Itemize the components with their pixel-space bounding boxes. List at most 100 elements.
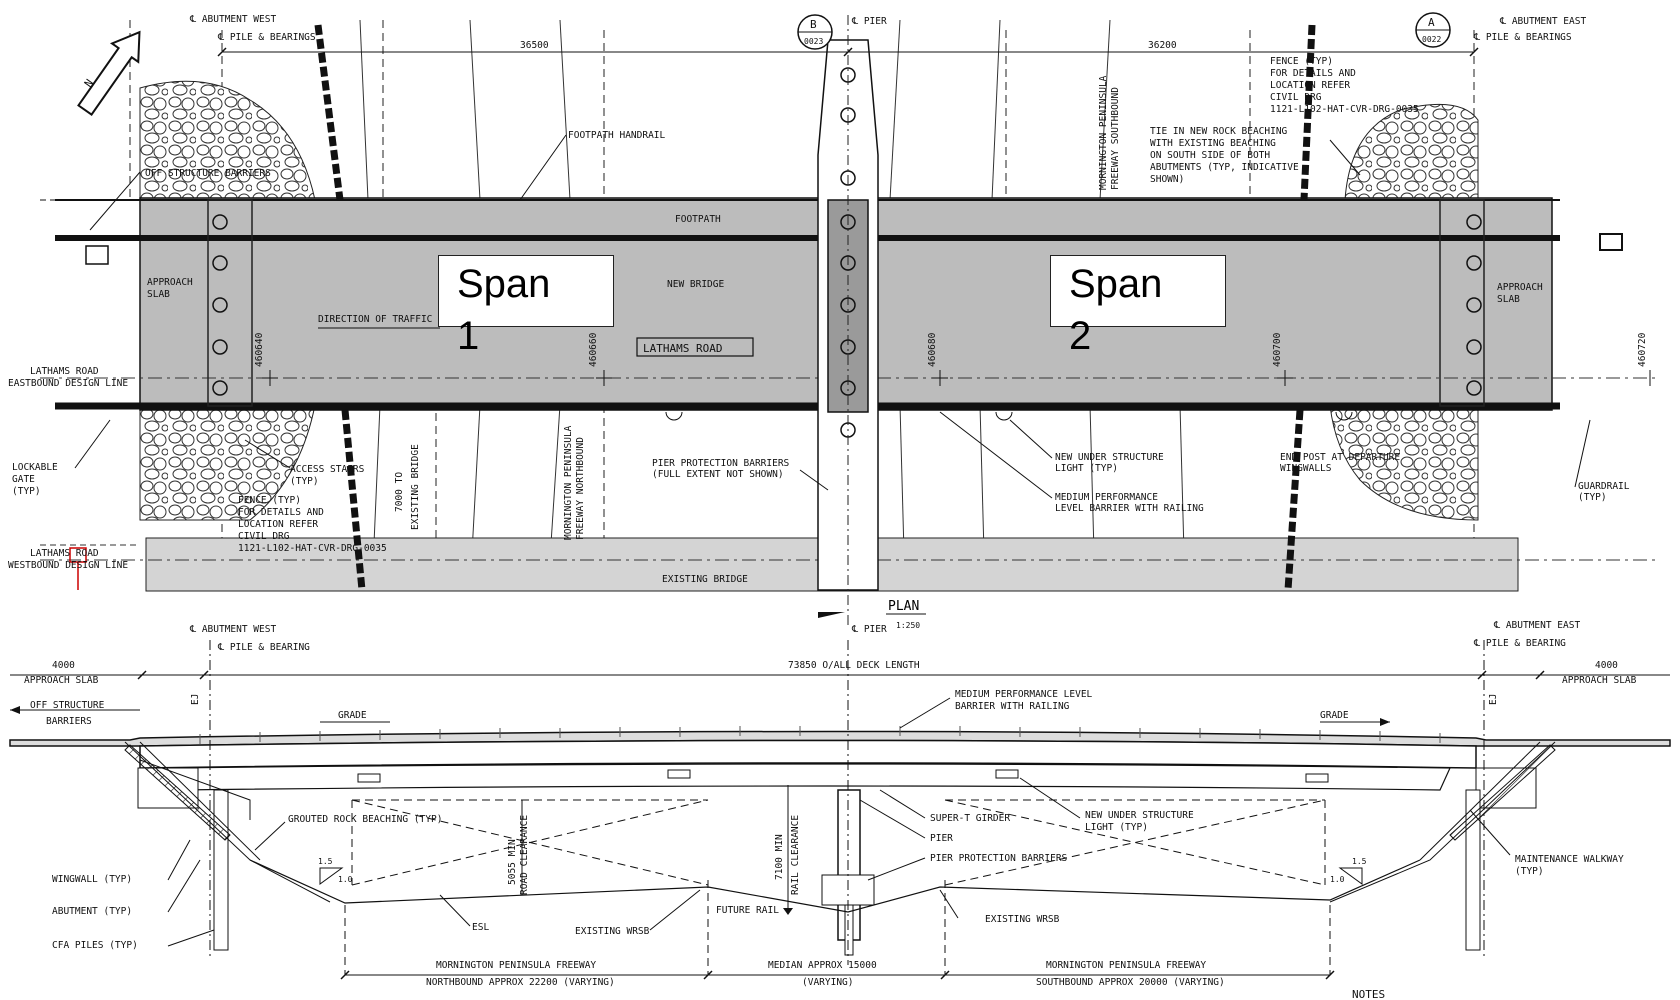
off-structure-2: BARRIERS (46, 716, 92, 727)
guardrail-2: (TYP) (1578, 492, 1607, 503)
pile-west (213, 789, 229, 951)
existing-wrsb-left: EXISTING WRSB (575, 926, 650, 937)
footpath-handrail-label: FOOTPATH HANDRAIL (568, 130, 666, 141)
tie-in-2: WITH EXISTING BEACHING (1150, 138, 1276, 149)
section-marker-a (1415, 12, 1451, 48)
plan-title: PLAN (888, 599, 919, 614)
approach-slab-e-dim: 4000 (1595, 660, 1618, 671)
off-structure-barriers-label: OFF STRUCTURE BARRIERS (145, 168, 271, 179)
elev-abutment-west: ℄ ABUTMENT WEST (189, 624, 276, 635)
lathams-road-box (636, 337, 754, 357)
section-b-sheet: 0023 (804, 37, 823, 46)
cfa-piles-label: CFA PILES (TYP) (52, 940, 138, 951)
wingwall-label: WINGWALL (TYP) (52, 874, 132, 885)
pier-protection-1: PIER PROTECTION BARRIERS (652, 458, 790, 469)
tie-in-1: TIE IN NEW ROCK BEACHING (1150, 126, 1288, 137)
access-stairs-2: (TYP) (290, 476, 319, 487)
span-2-label: Span (1069, 262, 1163, 306)
freeway-south-2: FREEWAY SOUTHBOUND (1110, 87, 1121, 190)
light-icon (995, 411, 1013, 421)
tie-in-4: ABUTMENTS (TYP, INDICATIVE (1150, 162, 1299, 173)
north-arrow-icon (77, 30, 141, 116)
off-structure-1: OFF STRUCTURE (30, 700, 105, 711)
elev-pier-label: ℄ PIER (851, 624, 887, 635)
guardrail-1: GUARDRAIL (1578, 481, 1630, 492)
existing-bridge-dim-1: 7000 TO (394, 472, 405, 512)
westbound-line-2: WESTBOUND DESIGN LINE (8, 560, 128, 571)
fence-west-4: CIVIL DRG (238, 531, 290, 542)
elev-abutment-east: ℄ ABUTMENT EAST (1493, 620, 1580, 631)
westbound-line-1: LATHAMS ROAD (30, 548, 99, 559)
existing-bridge-dim-2: EXISTING BRIDGE (410, 444, 421, 530)
chainage-5: 460720 (1637, 332, 1648, 367)
chainage-2: 460660 (588, 332, 599, 367)
existing-surface (249, 859, 1421, 913)
fence-east-1: FENCE (TYP) (1270, 56, 1333, 67)
elev-medium-barrier-2: BARRIER WITH RAILING (955, 701, 1070, 712)
approach-slab-west-1: APPROACH (147, 277, 193, 288)
chainage-3: 460680 (927, 332, 938, 367)
light-icon (995, 769, 1019, 779)
elev-pile-bearing-west: ℄ PILE & BEARING (217, 642, 310, 653)
lockable-gate-1: LOCKABLE (12, 462, 58, 473)
fence-west-2: FOR DETAILS AND (238, 507, 324, 518)
bearing-circles-east (1466, 214, 1482, 396)
nb-freeway-1: MORNINGTON PENINSULA FREEWAY (436, 960, 596, 971)
dim-span-2: 36200 (1148, 40, 1177, 51)
existing-bridge-label: EXISTING BRIDGE (662, 574, 748, 585)
light-icon (357, 773, 381, 783)
existing-wrsb-right: EXISTING WRSB (985, 914, 1060, 925)
maintenance-2: (TYP) (1515, 866, 1544, 877)
rock-beaching-sw (139, 404, 316, 521)
abutment-west-label: ℄ ABUTMENT WEST (189, 14, 276, 25)
elev-pile-bearing-east: ℄ PILE & BEARING (1473, 638, 1566, 649)
freeway-north-1: MORNINGTON PENINSULA (563, 425, 574, 540)
pile-east (1465, 789, 1481, 951)
grouted-rock-label: GROUTED ROCK BEACHING (TYP) (288, 814, 442, 825)
fence-east-3: LOCATION REFER (1270, 80, 1350, 91)
approach-slab-e-label: APPROACH SLAB (1562, 675, 1637, 686)
freeway-south-1: MORNINGTON PENINSULA (1098, 75, 1109, 190)
super-t-label: SUPER-T GIRDER (930, 813, 1010, 824)
new-bridge-label: NEW BRIDGE (667, 279, 724, 290)
light-icon (1335, 411, 1353, 421)
under-light-2: LIGHT (TYP) (1055, 463, 1118, 474)
stair-west (124, 744, 231, 841)
rail-clearance-1: 7100 MIN (774, 834, 785, 880)
elev-under-light-2: LIGHT (TYP) (1085, 822, 1148, 833)
rock-beaching-ne (1344, 103, 1479, 201)
road-clearance-1: 5055 MIN (507, 839, 518, 885)
rail-clearance-2: RAIL CLEARANCE (790, 815, 801, 895)
tie-in-3: ON SOUTH SIDE OF BOTH (1150, 150, 1270, 161)
elev-pier-protection: PIER PROTECTION BARRIERS (930, 853, 1068, 864)
lathams-road-label: LATHAMS ROAD (643, 342, 722, 355)
sb-freeway-2: SOUTHBOUND APPROX 20000 (VARYING) (1036, 977, 1225, 988)
fence-east-4: CIVIL DRG (1270, 92, 1322, 103)
approach-slab-west-2: SLAB (147, 289, 170, 300)
rock-beaching-se (1329, 404, 1479, 521)
span-2-number: 2 (1069, 314, 1092, 358)
plan-scale: 1:250 (896, 621, 920, 630)
slope-right-2: 1.0 (1330, 875, 1345, 884)
abutment-east-label: ℄ ABUTMENT EAST (1499, 16, 1586, 27)
future-rail-label: FUTURE RAIL (716, 905, 779, 916)
slope-left-1: 1.5 (318, 857, 333, 866)
elev-medium-barrier-1: MEDIUM PERFORMANCE LEVEL (955, 689, 1093, 700)
section-a-sheet: 0022 (1422, 35, 1441, 44)
span-1-number: 1 (457, 314, 480, 358)
light-icon (665, 411, 683, 421)
elev-under-light-1: NEW UNDER STRUCTURE (1085, 810, 1194, 821)
pile-bearings-east-label: ℄ PILE & BEARINGS (1473, 32, 1572, 43)
pit-icon (1599, 233, 1623, 251)
eastbound-line-1: LATHAMS ROAD (30, 366, 99, 377)
fence-west-5: 1121-L102-HAT-CVR-DRG-0035 (238, 543, 387, 554)
pier-protection-2: (FULL EXTENT NOT SHOWN) (652, 469, 784, 480)
medium-barrier-2: LEVEL BARRIER WITH RAILING (1055, 503, 1204, 514)
under-light-1: NEW UNDER STRUCTURE (1055, 452, 1164, 463)
elevation-view: ℄ ABUTMENT WEST ℄ PILE & BEARING ℄ ABUTM… (9, 620, 1671, 1000)
approach-slab-east-1: APPROACH (1497, 282, 1543, 293)
stair-east (1449, 744, 1556, 841)
bearing-circles-west (212, 214, 228, 396)
road-clearance-2: ROAD CLEARANCE (519, 815, 530, 895)
